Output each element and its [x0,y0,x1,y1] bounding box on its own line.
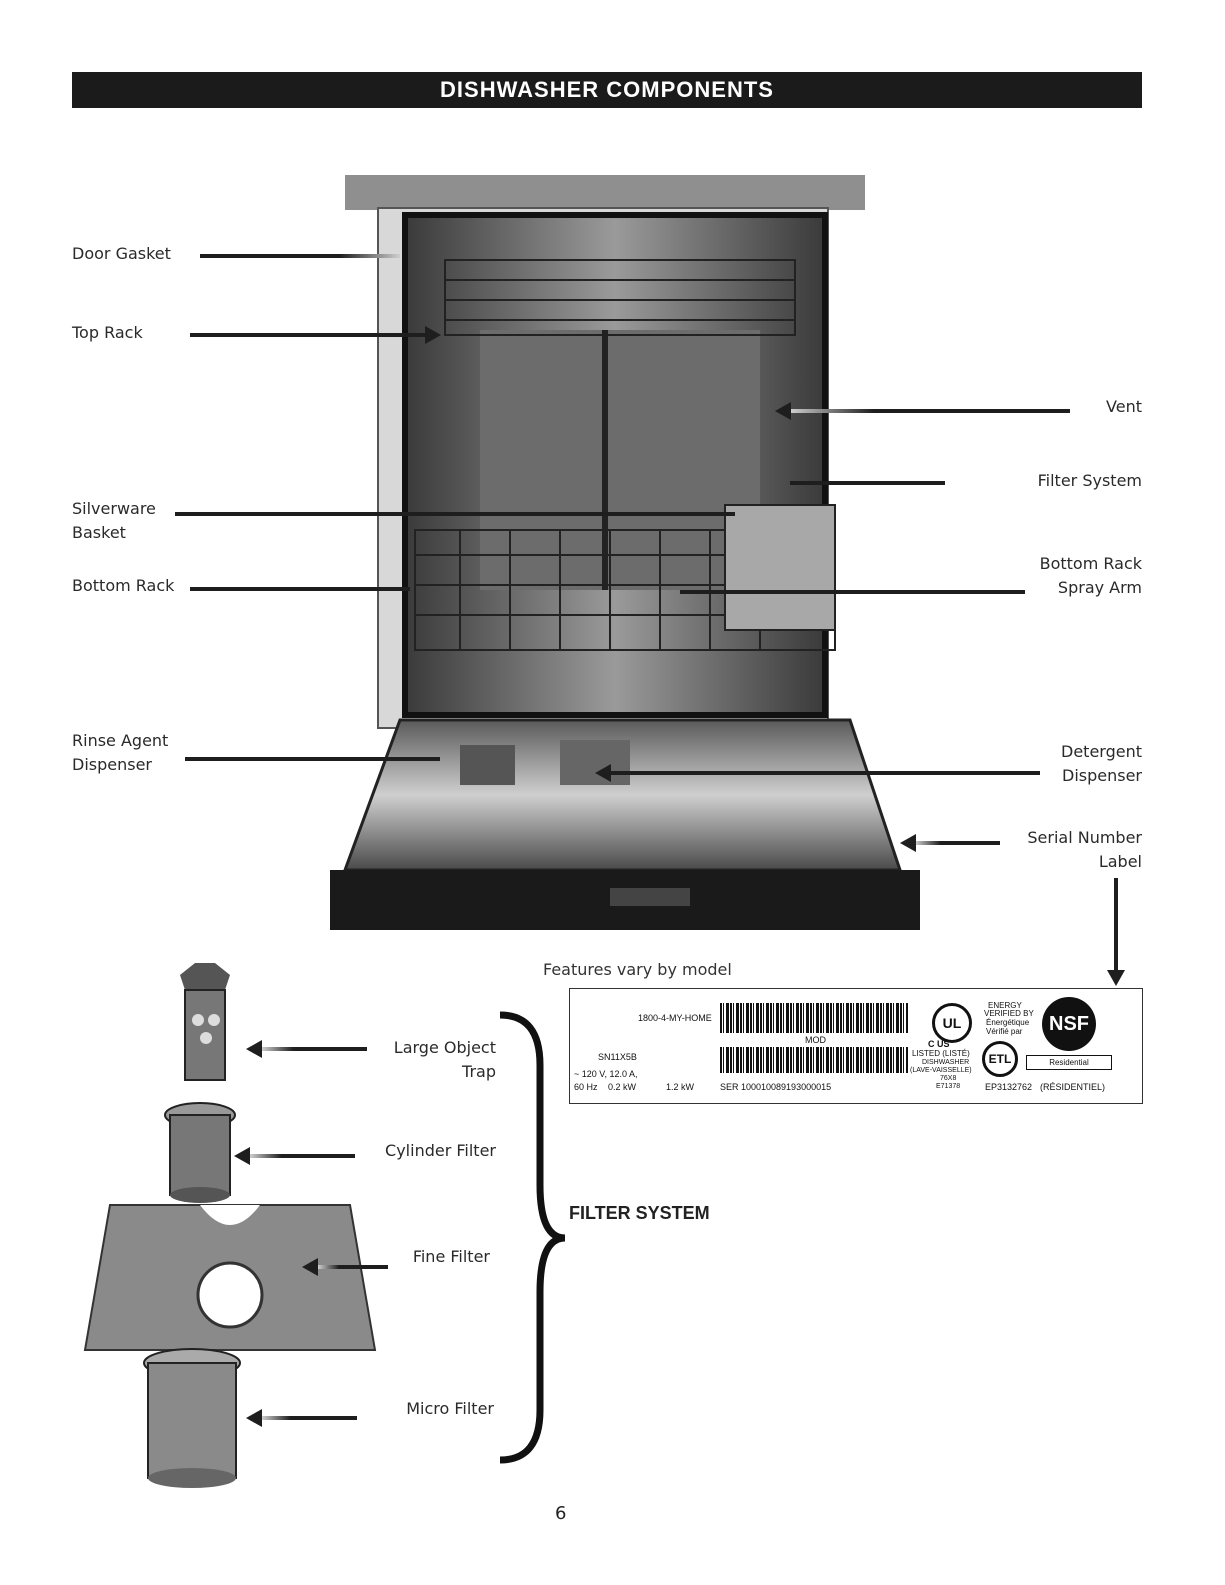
filter-system-title: FILTER SYSTEM [569,1203,710,1223]
serial-mod: MOD [805,1035,826,1045]
leader-vent [790,409,1070,413]
dishwasher-image [330,175,920,930]
serial-lave: (LAVE-VAISSELLE) [910,1067,972,1074]
serial-dishwasher: DISHWASHER [922,1059,970,1066]
label-cylinder-filter: Cylinder Filter [385,1141,496,1160]
label-large-object-trap: Large Object Trap [393,1038,496,1081]
arrowhead-serial-number [900,834,916,852]
leader-micro-filter [262,1416,357,1420]
page-number: 6 [555,1503,567,1524]
leader-fine-filter [318,1265,388,1269]
label-filter-system: Filter System [1037,471,1142,490]
label-fine-filter: Fine Filter [412,1247,490,1266]
arrowhead-large-object-trap [246,1040,262,1058]
barcode-top [720,1003,908,1033]
nsf-logo: NSF [1042,997,1096,1051]
label-bottom-rack-spray-arm: Bottom Rack Spray Arm [1039,554,1142,597]
serial-ser: SER 100010089193000015 [720,1082,832,1092]
serial-freq: 60 Hz [574,1082,598,1092]
serial-energetique: Énergétique [986,1018,1030,1027]
micro-filter-image [143,1348,241,1488]
arrowhead-vent [775,402,791,420]
serial-residentiel: (RÉSIDENTIEL) [1040,1082,1106,1092]
label-rinse-agent-dispenser: Rinse Agent Dispenser [72,731,169,774]
leader-serial-down [1114,878,1118,972]
label-detergent-dispenser: Detergent Dispenser [1061,742,1142,785]
leader-cylinder-filter [250,1154,355,1158]
serial-code1: 76X8 [940,1075,957,1082]
label-micro-filter: Micro Filter [406,1399,494,1418]
etl-logo: ETL [982,1041,1018,1077]
serial-verified: VERIFIED BY [984,1009,1034,1018]
large-object-trap-image [180,963,230,1081]
leader-large-object-trap [262,1047,367,1051]
serial-ep: EP3132762 [985,1082,1033,1092]
arrowhead-fine-filter [302,1258,318,1276]
leader-rinse-agent-dispenser [185,757,440,761]
arrowhead-detergent-dispenser [595,764,611,782]
cylinder-filter-image [164,1102,236,1203]
serial-power: 0.2 kW [608,1082,637,1092]
serial-energy: ENERGY [988,1001,1022,1010]
caption-features: Features vary by model [543,960,732,979]
barcode-bottom [720,1047,908,1073]
leader-bottom-rack-spray-arm [680,590,1025,594]
serial-kw: 1.2 kW [666,1082,695,1092]
leader-filter-system [790,481,945,485]
leader-detergent-dispenser [610,771,1040,775]
serial-listed: LISTED (LISTÉ) [912,1049,970,1058]
label-serial-number: Serial Number Label [1027,828,1142,871]
arrowhead-micro-filter [246,1409,262,1427]
leader-bottom-rack [190,587,410,591]
fine-filter-image [83,1204,377,1351]
leader-top-rack [190,333,425,337]
arrowhead-top-rack [425,326,441,344]
serial-code2: E71378 [936,1083,961,1090]
serial-electrical: ~ 120 V, 12.0 A, [574,1069,638,1079]
arrowhead-serial-down [1107,970,1125,986]
label-vent: Vent [1106,397,1142,416]
residential-box: Residential [1026,1055,1112,1070]
label-silverware-basket: Silverware Basket [72,499,156,542]
label-top-rack: Top Rack [72,323,143,342]
serial-verifie: Vérifié par [986,1027,1023,1036]
serial-c-us: C US [928,1039,950,1049]
leader-door-gasket [200,254,400,258]
page-title: DISHWASHER COMPONENTS [72,72,1142,108]
serial-number-label: 1800-4-MY-HOME MOD SN11X5B ~ 120 V, 12.0… [569,988,1143,1104]
label-door-gasket: Door Gasket [72,244,171,263]
filter-system-brace [499,1011,566,1464]
label-bottom-rack: Bottom Rack [72,576,175,595]
leader-silverware-basket [175,512,735,516]
ul-logo: UL [932,1003,972,1043]
arrowhead-cylinder-filter [234,1147,250,1165]
serial-sn: SN11X5B [598,1052,637,1062]
leader-serial-number [915,841,1000,845]
serial-phone: 1800-4-MY-HOME [638,1013,712,1023]
